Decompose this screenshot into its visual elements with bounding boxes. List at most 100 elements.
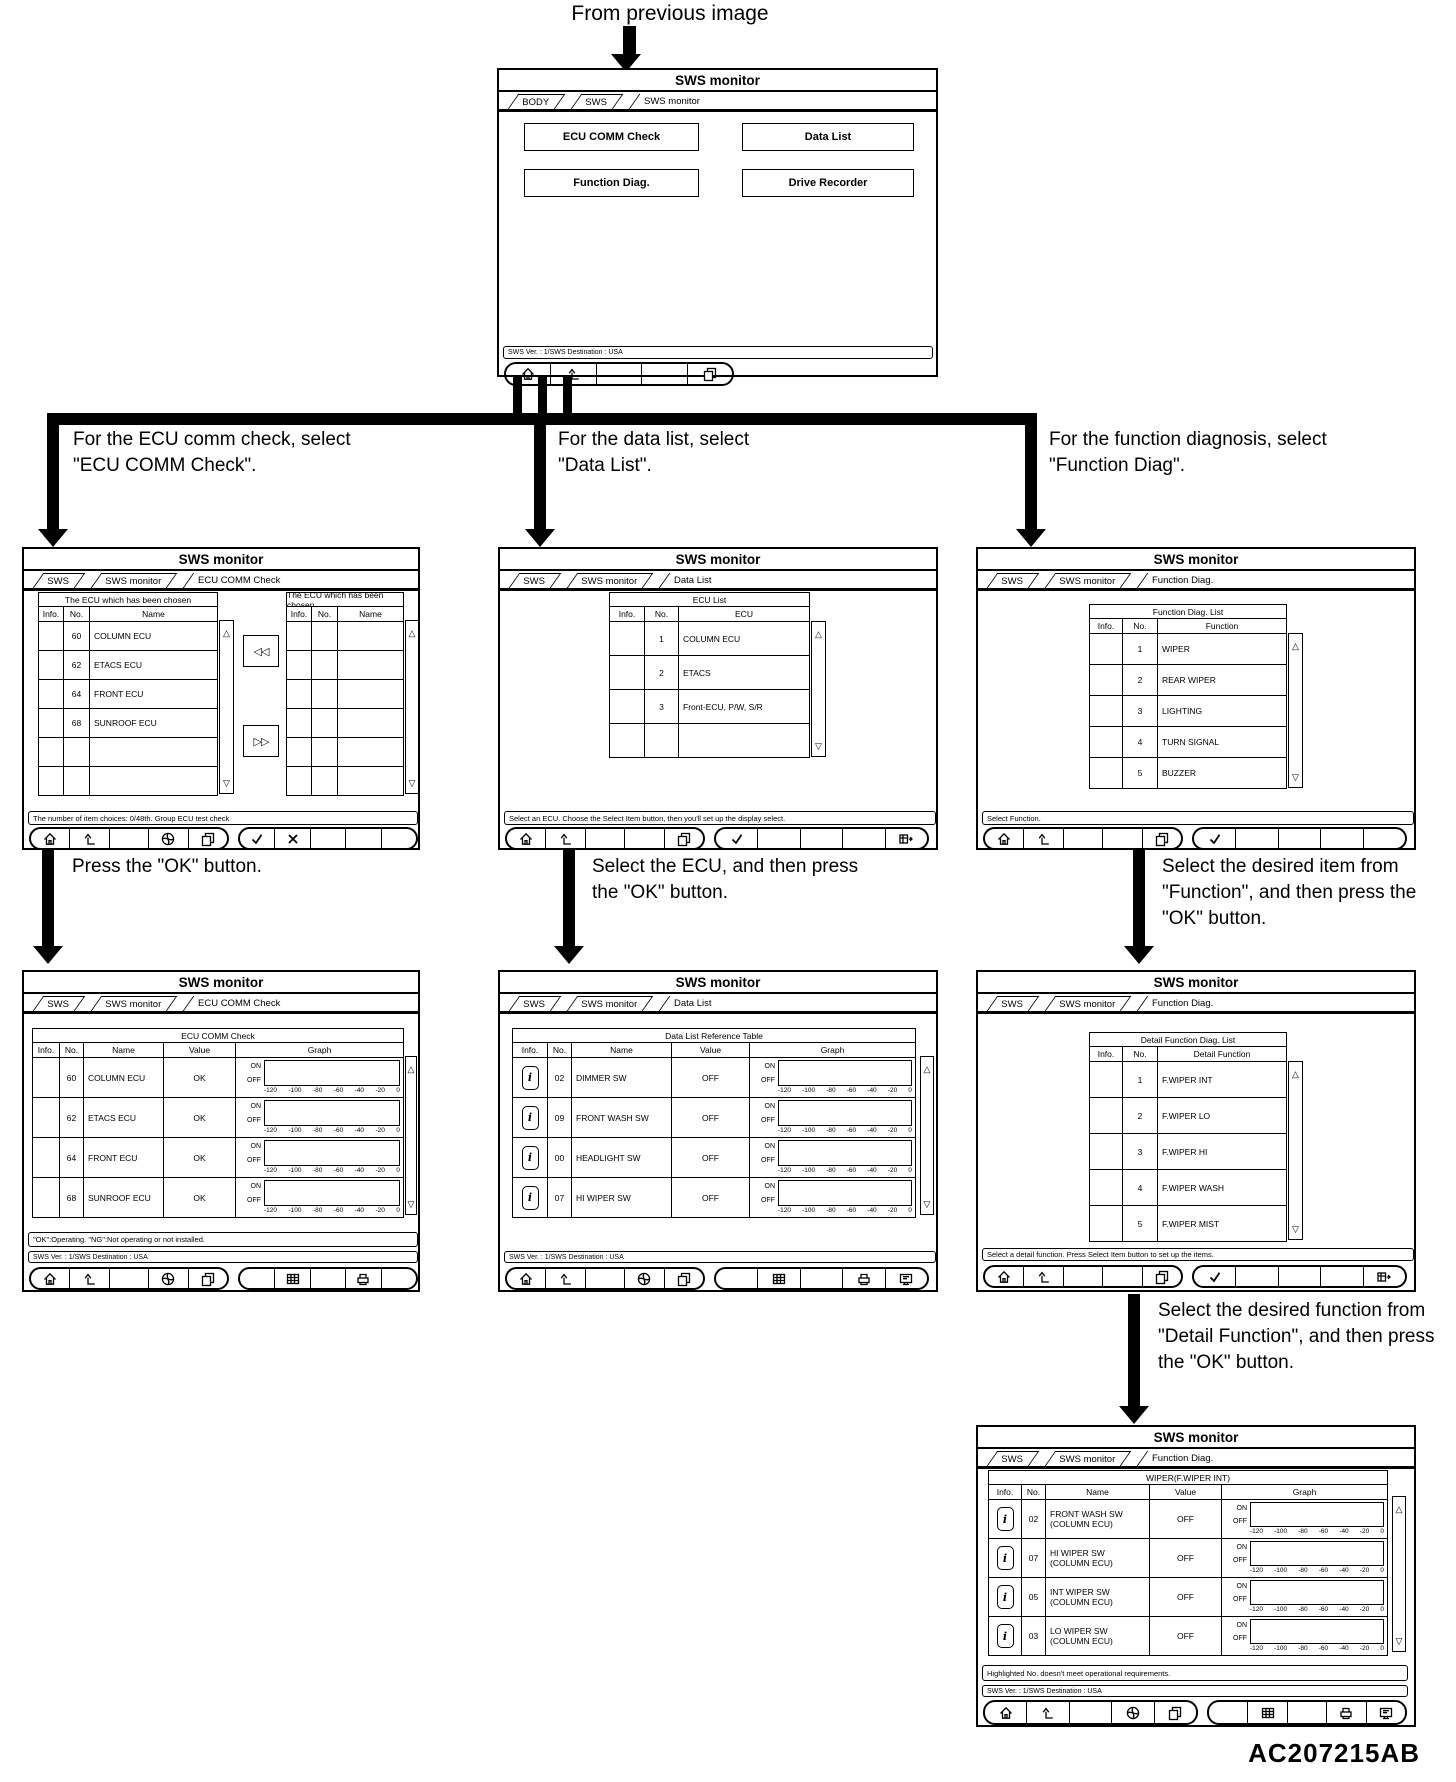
scroll-down-icon[interactable]: ▽ xyxy=(408,778,416,788)
transfer-right-button[interactable]: ▷▷ xyxy=(243,725,279,757)
copy-icon[interactable] xyxy=(663,829,703,848)
tab-sws[interactable]: SWS xyxy=(570,94,623,109)
tab-sws-monitor[interactable]: SWS monitor xyxy=(90,996,177,1011)
back-icon[interactable] xyxy=(1026,1702,1068,1723)
info-button[interactable]: i xyxy=(996,1507,1014,1531)
check-icon[interactable] xyxy=(1194,829,1235,848)
copy-icon[interactable] xyxy=(1153,1702,1196,1723)
tab-body[interactable]: BODY xyxy=(507,94,566,109)
home-icon[interactable] xyxy=(31,1269,69,1288)
home-icon[interactable] xyxy=(507,1269,545,1288)
check-icon[interactable] xyxy=(1194,1267,1235,1286)
ecu-comm-check-button[interactable]: ECU COMM Check xyxy=(524,123,699,151)
home-icon[interactable] xyxy=(506,364,550,384)
tab-sws-monitor[interactable]: SWS monitor xyxy=(1044,996,1131,1011)
table-row[interactable] xyxy=(39,737,217,766)
table-row[interactable] xyxy=(287,708,403,737)
tab-sws-monitor[interactable]: SWS monitor xyxy=(566,996,653,1011)
copy-icon[interactable] xyxy=(187,1269,227,1288)
function-diag-button[interactable]: Function Diag. xyxy=(524,169,699,197)
home-icon[interactable] xyxy=(31,829,69,848)
tab-sws[interactable]: SWS xyxy=(508,573,561,588)
tab-sws[interactable]: SWS xyxy=(986,1451,1039,1466)
scroll-up-icon[interactable]: △ xyxy=(815,629,822,639)
scroll-down-icon[interactable]: ▽ xyxy=(1395,1636,1403,1646)
info-button[interactable]: i xyxy=(996,1546,1014,1570)
setup-icon[interactable] xyxy=(1111,1702,1153,1723)
tab-sws-monitor[interactable]: SWS monitor xyxy=(1044,573,1131,588)
grid-icon[interactable] xyxy=(274,1269,309,1288)
back-icon[interactable] xyxy=(1023,829,1062,848)
copy-icon[interactable] xyxy=(1141,1267,1181,1286)
scroll-up-icon[interactable]: △ xyxy=(1292,1069,1299,1079)
info-button[interactable]: i xyxy=(521,1105,539,1130)
info-button[interactable]: i xyxy=(996,1585,1014,1609)
home-icon[interactable] xyxy=(985,829,1023,848)
table-row[interactable] xyxy=(287,650,403,679)
scroll-down-icon[interactable]: ▽ xyxy=(1292,772,1299,782)
scroll-up-icon[interactable]: △ xyxy=(1395,1504,1403,1514)
check-icon[interactable] xyxy=(716,829,757,848)
check-icon[interactable] xyxy=(240,829,274,848)
data-list-button[interactable]: Data List xyxy=(742,123,914,151)
display-icon[interactable] xyxy=(1362,1267,1405,1286)
table-row[interactable] xyxy=(287,621,403,650)
scroll-up-icon[interactable]: △ xyxy=(223,628,230,638)
info-button[interactable]: i xyxy=(996,1624,1014,1648)
tab-sws-monitor[interactable]: SWS monitor xyxy=(90,573,177,588)
back-icon[interactable] xyxy=(69,829,108,848)
back-icon[interactable] xyxy=(1023,1267,1062,1286)
home-icon[interactable] xyxy=(507,829,545,848)
back-icon[interactable] xyxy=(545,1269,584,1288)
back-icon[interactable] xyxy=(69,1269,108,1288)
setup-icon[interactable] xyxy=(148,1269,187,1288)
tab-sws-monitor[interactable]: SWS monitor xyxy=(1044,1451,1131,1466)
copy-icon[interactable] xyxy=(187,829,227,848)
print-icon[interactable] xyxy=(345,1269,380,1288)
transfer-left-button[interactable]: ◁◁ xyxy=(243,635,279,667)
copy-icon[interactable] xyxy=(663,1269,703,1288)
tab-sws-monitor[interactable]: SWS monitor xyxy=(566,573,653,588)
cancel-icon[interactable] xyxy=(274,829,309,848)
copy-icon[interactable] xyxy=(686,364,732,384)
info-button[interactable]: i xyxy=(521,1185,539,1210)
info-button[interactable]: i xyxy=(521,1145,539,1170)
print-icon[interactable] xyxy=(1326,1702,1365,1723)
table-row[interactable] xyxy=(287,737,403,766)
scroll-up-icon[interactable]: △ xyxy=(407,1064,415,1074)
scroll-down-icon[interactable]: ▽ xyxy=(923,1199,931,1209)
screen-icon[interactable] xyxy=(1365,1702,1405,1723)
scroll-up-icon[interactable]: △ xyxy=(923,1064,931,1074)
screen-icon[interactable] xyxy=(884,1269,927,1288)
table-row[interactable] xyxy=(39,766,217,795)
tab-sws[interactable]: SWS xyxy=(986,996,1039,1011)
scroll-down-icon[interactable]: ▽ xyxy=(815,741,822,751)
tab-sws[interactable]: SWS xyxy=(32,996,85,1011)
